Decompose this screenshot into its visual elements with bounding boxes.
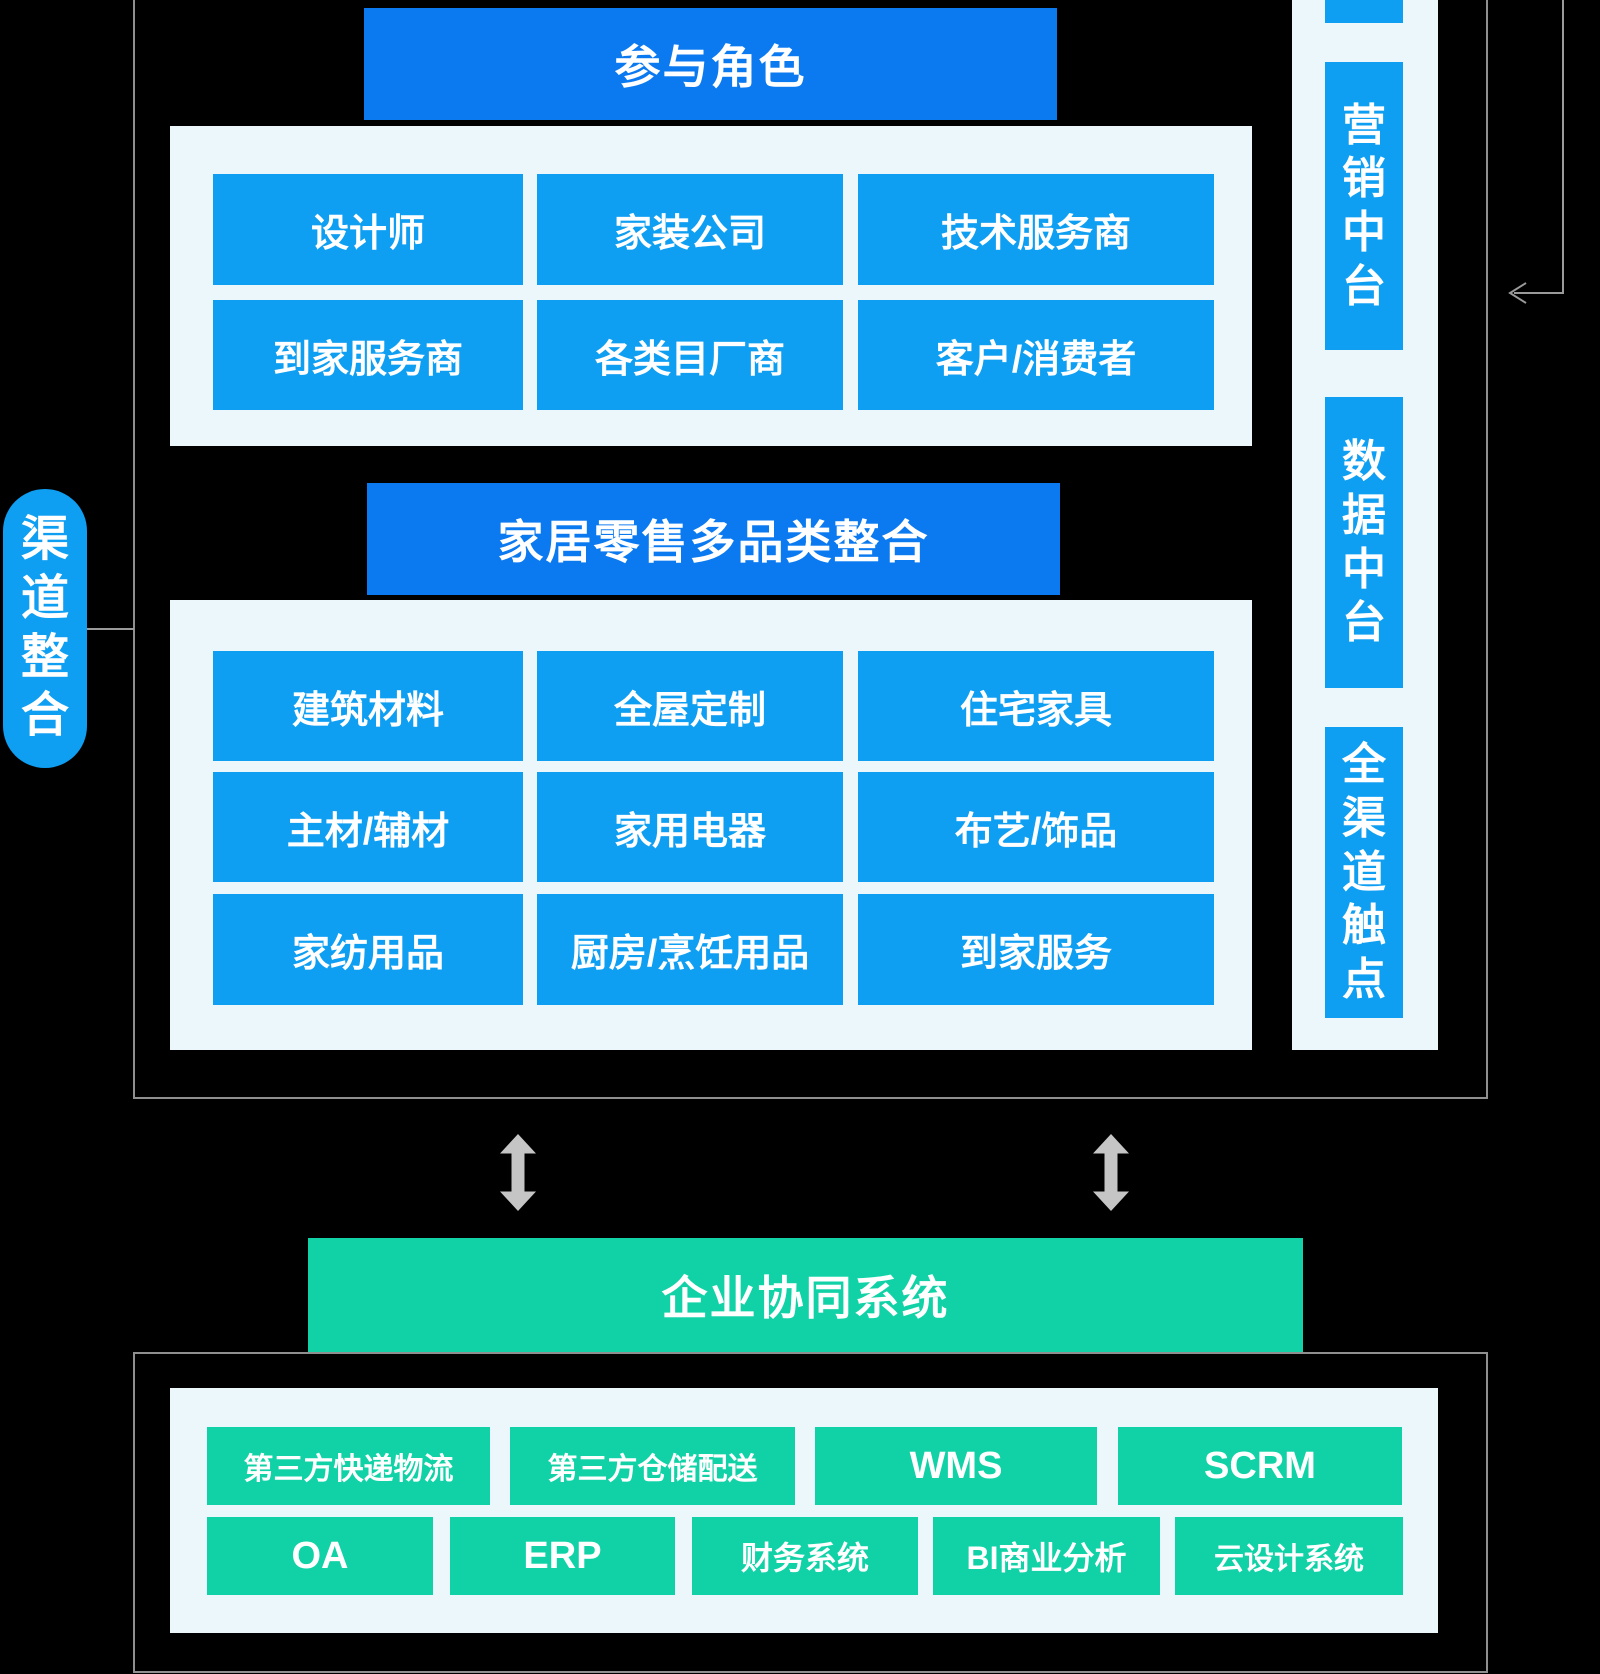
enterprise-box-bi-analysis: BI商业分析 (933, 1517, 1160, 1595)
enterprise-box-wms: WMS (815, 1427, 1097, 1505)
enterprise-box-label: OA (291, 1534, 349, 1577)
side-box-label: 全渠道触点 (1342, 740, 1386, 1004)
roles-header: 参与角色 (364, 8, 1057, 120)
enterprise-box-third-party-warehouse: 第三方仓储配送 (510, 1427, 795, 1505)
enterprise-box-erp: ERP (450, 1517, 675, 1595)
retail-box-kitchen-cooking: 厨房/烹饪用品 (537, 894, 843, 1005)
enterprise-panel (170, 1388, 1438, 1633)
roles-box-customer-consumer: 客户/消费者 (858, 300, 1214, 410)
roles-box-label: 家装公司 (613, 213, 766, 255)
channel-integration-pill: 渠道整合 (3, 489, 87, 768)
retail-title: 家居零售多品类整合 (497, 516, 930, 568)
enterprise-header: 企业协同系统 (308, 1238, 1303, 1352)
enterprise-box-third-party-express: 第三方快递物流 (207, 1427, 490, 1505)
enterprise-box-label: WMS (909, 1444, 1003, 1487)
side-box-label: 数据中台 (1342, 437, 1386, 648)
roles-box-decoration-company: 家装公司 (537, 174, 843, 285)
roles-box-label: 客户/消费者 (935, 338, 1137, 381)
roles-box-label: 到家服务商 (272, 338, 463, 381)
retail-box-label: 主材/辅材 (286, 810, 450, 853)
pill-label: 渠道整合 (21, 513, 70, 743)
retail-box-label: 厨房/烹饪用品 (570, 933, 810, 975)
enterprise-box-label: 财务系统 (740, 1540, 869, 1576)
retail-box-home-appliances: 家用电器 (537, 772, 843, 882)
roles-box-label: 技术服务商 (940, 213, 1131, 255)
enterprise-box-label: ERP (523, 1534, 602, 1577)
retail-box-main-aux-materials: 主材/辅材 (213, 772, 523, 882)
double-arrow-icon (1093, 1134, 1129, 1211)
enterprise-box-label: 第三方仓储配送 (547, 1453, 758, 1486)
roles-box-tech-provider: 技术服务商 (858, 174, 1214, 285)
roles-title: 参与角色 (614, 41, 807, 93)
enterprise-box-finance-system: 财务系统 (692, 1517, 918, 1595)
retail-box-fabric-decor: 布艺/饰品 (858, 772, 1214, 882)
retail-box-label: 布艺/饰品 (954, 810, 1118, 853)
retail-box-label: 家纺用品 (291, 933, 444, 975)
side-box-data-platform: 数据中台 (1325, 397, 1403, 688)
enterprise-box-label: BI商业分析 (966, 1540, 1127, 1576)
roles-box-label: 设计师 (310, 213, 425, 255)
retail-box-label: 到家服务 (959, 933, 1112, 975)
enterprise-box-label: 第三方快递物流 (243, 1453, 454, 1486)
retail-box-label: 全屋定制 (613, 689, 766, 732)
side-box-omnichannel-touchpoints: 全渠道触点 (1325, 727, 1403, 1018)
enterprise-frame (133, 1352, 1488, 1673)
retail-box-label: 建筑材料 (291, 689, 444, 732)
retail-box-whole-house-custom: 全屋定制 (537, 651, 843, 761)
side-box-partial (1325, 0, 1403, 23)
channel-integration-frame (133, 0, 1488, 1099)
pill-connector-line (87, 628, 134, 630)
retail-box-label: 家用电器 (613, 810, 766, 853)
enterprise-title: 企业协同系统 (661, 1272, 950, 1324)
retail-box-home-textiles: 家纺用品 (213, 894, 523, 1005)
retail-box-residential-furniture: 住宅家具 (858, 651, 1214, 761)
double-arrow-icon (500, 1134, 536, 1211)
retail-box-building-materials: 建筑材料 (213, 651, 523, 761)
corner-arrow-icon (1508, 0, 1564, 304)
enterprise-box-label: 云设计系统 (1214, 1543, 1364, 1576)
retail-header: 家居零售多品类整合 (367, 483, 1060, 595)
roles-box-home-service-provider: 到家服务商 (213, 300, 523, 410)
retail-box-home-service: 到家服务 (858, 894, 1214, 1005)
enterprise-box-scrm: SCRM (1118, 1427, 1402, 1505)
side-box-marketing-platform: 营销中台 (1325, 62, 1403, 350)
side-box-label: 营销中台 (1342, 100, 1386, 311)
roles-box-label: 各类目厂商 (594, 338, 785, 381)
enterprise-box-cloud-design: 云设计系统 (1175, 1517, 1403, 1595)
enterprise-box-oa: OA (207, 1517, 433, 1595)
retail-box-label: 住宅家具 (959, 689, 1112, 732)
roles-box-category-manufacturer: 各类目厂商 (537, 300, 843, 410)
roles-box-designer: 设计师 (213, 174, 523, 285)
enterprise-box-label: SCRM (1204, 1444, 1316, 1487)
